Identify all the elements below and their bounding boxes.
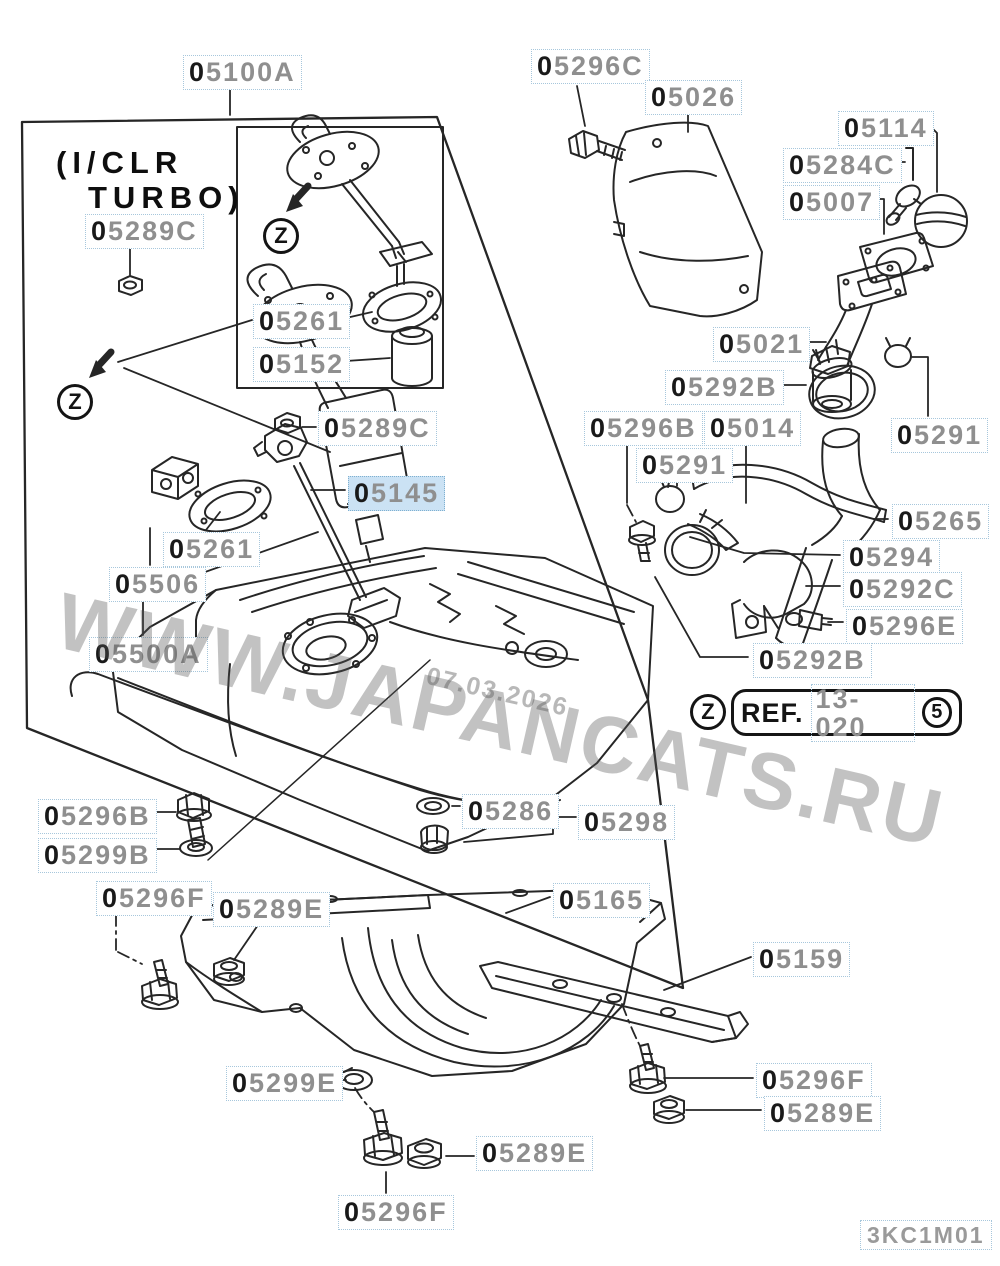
clamp-05291-right xyxy=(884,337,912,368)
part-label-05296f-left[interactable]: 05296F xyxy=(96,881,212,916)
bolt-05296b-top xyxy=(628,520,656,562)
note-turbo-line2: TURBO) xyxy=(88,180,245,215)
bolt-05296f-right xyxy=(629,1043,667,1094)
cap-tether xyxy=(885,147,921,226)
part-label-05014[interactable]: 05014 xyxy=(704,411,802,446)
z-detail-mark-outer: Z xyxy=(57,384,93,420)
part-label-05291-right[interactable]: 05291 xyxy=(891,418,989,453)
part-label-05145-highlighted[interactable]: 05145 xyxy=(348,476,446,511)
filler-neck xyxy=(811,260,907,413)
reference-code-link[interactable]: 13-020 xyxy=(810,683,915,742)
part-label-05292b-top[interactable]: 05292B xyxy=(665,370,784,405)
leader-lines xyxy=(129,85,938,1194)
part-label-05506[interactable]: 05506 xyxy=(109,567,207,602)
part-label-05289c-top[interactable]: 05289C xyxy=(85,214,204,249)
part-label-05026[interactable]: 05026 xyxy=(645,80,743,115)
reference-prefix: REF. xyxy=(741,697,804,728)
bracket-05292c xyxy=(731,549,813,639)
note-turbo-line1: (I/CLR xyxy=(56,145,184,180)
clamp-rings-05292b xyxy=(664,509,723,576)
part-label-05292b-low[interactable]: 05292B xyxy=(753,643,872,678)
filler-gasket xyxy=(859,231,934,284)
part-label-05261-inner[interactable]: 05261 xyxy=(253,304,351,339)
fuel-sender-unit xyxy=(286,114,442,387)
z-detail-mark-ref: Z xyxy=(690,694,726,730)
part-label-05296c[interactable]: 05296C xyxy=(531,49,650,84)
nut-05289c-mid xyxy=(274,412,301,434)
part-label-05284c[interactable]: 05284C xyxy=(783,148,902,183)
part-label-05265[interactable]: 05265 xyxy=(892,504,990,539)
part-label-05114[interactable]: 05114 xyxy=(838,111,934,146)
support-rail xyxy=(479,961,749,1043)
bolt-05296f-bottom xyxy=(363,1109,403,1166)
part-label-05292c[interactable]: 05292C xyxy=(843,572,962,607)
part-label-05298[interactable]: 05298 xyxy=(578,805,676,840)
detail-z-arrow-inner xyxy=(286,182,312,212)
bolt-05296b-left xyxy=(176,792,212,848)
part-label-05165[interactable]: 05165 xyxy=(553,883,651,918)
nut-05289c-top xyxy=(118,275,143,296)
part-label-05286[interactable]: 05286 xyxy=(462,794,560,829)
fuel-gauge-unit xyxy=(253,423,401,629)
part-label-05296e[interactable]: 05296E xyxy=(846,609,964,644)
part-label-05289e-left[interactable]: 05289E xyxy=(213,892,331,927)
part-label-05007[interactable]: 05007 xyxy=(783,185,881,220)
part-label-05299e[interactable]: 05299E xyxy=(226,1066,344,1101)
part-label-05296f-bottom[interactable]: 05296F xyxy=(338,1195,454,1230)
detail-inner-box xyxy=(236,126,444,389)
part-label-05291-left[interactable]: 05291 xyxy=(636,448,734,483)
z-detail-mark-inner: Z xyxy=(263,218,299,254)
bolt-05296f-left xyxy=(141,959,179,1010)
part-label-05289e-right[interactable]: 05289E xyxy=(764,1096,882,1131)
detail-outer-box xyxy=(20,115,685,990)
fuel-cap xyxy=(913,194,968,248)
part-label-05152[interactable]: 05152 xyxy=(253,347,351,382)
protector-panel xyxy=(612,121,763,318)
part-label-05289e-bottom[interactable]: 05289E xyxy=(476,1136,594,1171)
reference-sheet-number: 5 xyxy=(921,697,952,728)
part-label-05021[interactable]: 05021 xyxy=(713,327,811,362)
detail-z-arrow-outer xyxy=(89,348,115,378)
nut-05289e-left xyxy=(213,957,245,986)
part-label-05500a[interactable]: 05500A xyxy=(89,637,208,672)
nut-05289e-right xyxy=(653,1095,685,1124)
drain-plug xyxy=(416,797,450,854)
part-label-05159[interactable]: 05159 xyxy=(753,942,851,977)
reference-box: REF. 13-020 5 xyxy=(731,683,962,742)
part-label-05296b-left[interactable]: 05296B xyxy=(38,799,157,834)
part-label-05100a[interactable]: 05100A xyxy=(183,55,302,90)
part-label-05296b-top[interactable]: 05296B xyxy=(584,411,703,446)
bolt-05296c xyxy=(568,130,626,161)
part-label-05261-outer[interactable]: 05261 xyxy=(163,532,261,567)
diagram-code: 3KC1M01 xyxy=(860,1220,992,1250)
hose-clamp-top xyxy=(808,339,876,420)
washer-05299e xyxy=(335,1067,373,1091)
part-label-05289c-mid[interactable]: 05289C xyxy=(318,411,437,446)
part-label-05299b[interactable]: 05299B xyxy=(38,838,157,873)
nut-05289e-bottom xyxy=(407,1138,442,1169)
washer-05299b xyxy=(179,839,213,857)
part-label-05294[interactable]: 05294 xyxy=(843,540,941,575)
valve-05296e xyxy=(785,609,833,631)
part-label-05296f-right[interactable]: 05296F xyxy=(756,1063,872,1098)
filler-pipe xyxy=(775,427,881,648)
